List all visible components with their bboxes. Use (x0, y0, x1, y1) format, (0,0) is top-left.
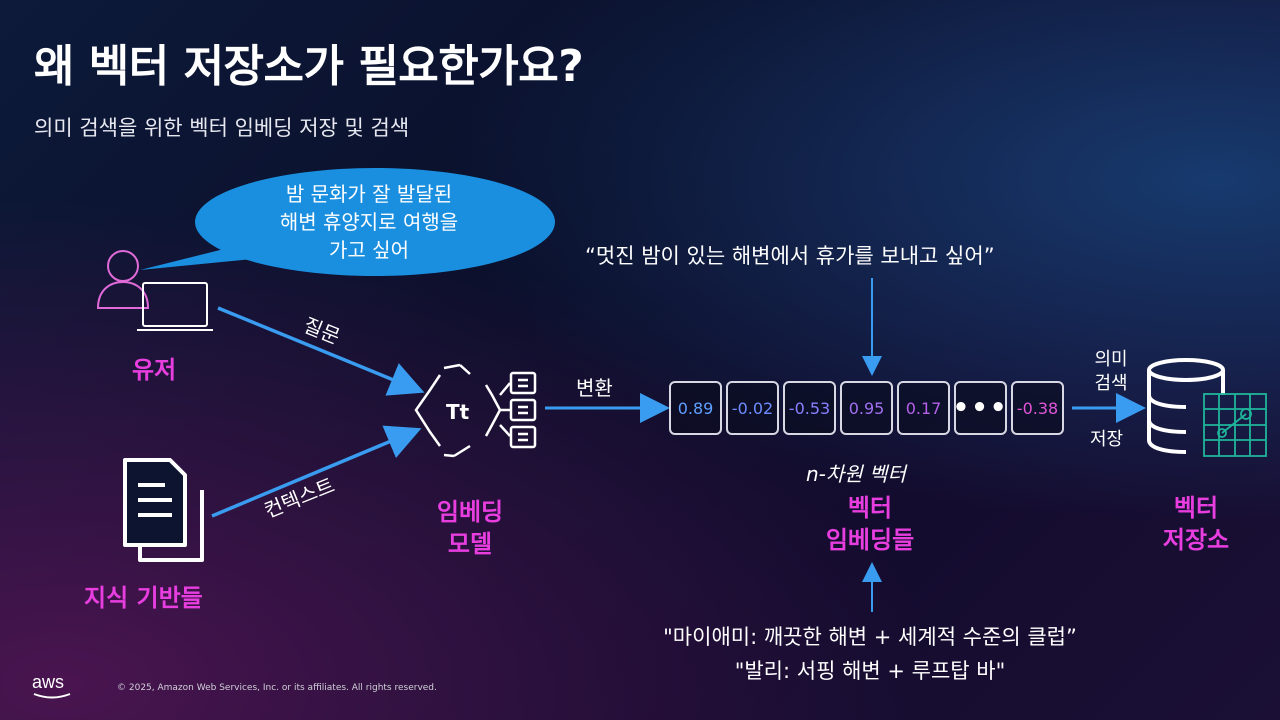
vector-value: -0.38 (1016, 398, 1059, 418)
document-quote: "마이애미: 깨끗한 해변 + 세계적 수준의 클럽” (663, 625, 1077, 649)
document-quotes: "마이애미: 깨끗한 해변 + 세계적 수준의 클럽” "발리: 서핑 해변 +… (560, 620, 1180, 688)
copyright-footer: © 2025, Amazon Web Services, Inc. or its… (117, 683, 437, 693)
convert-label: 변환 (576, 376, 613, 400)
database-icon (1147, 358, 1225, 454)
embedding-model-label-line: 모델 (447, 530, 493, 558)
embedding-model-label-line: 임베딩 (436, 498, 504, 526)
aws-smile-icon (33, 693, 71, 699)
document-quote: "발리: 서핑 해변 + 루프탑 바" (734, 659, 1006, 683)
semantic-search-label: 의미 검색 (1088, 348, 1134, 396)
svg-text:Tt: Tt (446, 400, 470, 424)
vector-embeddings-label: 벡터 임베딩들 (808, 492, 932, 556)
query-quote: “멋진 밤이 있는 해변에서 휴가를 보내고 싶어” (585, 244, 995, 268)
speech-bubble-text: 밤 문화가 잘 발달된 해변 휴양지로 여행을 가고 싶어 (214, 180, 524, 264)
vector-value: 0.89 (677, 398, 714, 418)
speech-bubble (140, 168, 555, 276)
vector-embeddings-label-line: 벡터 (847, 494, 893, 522)
vector-value-cell: -0.02 (726, 381, 779, 435)
document-icon (123, 458, 204, 562)
laptop-icon (137, 282, 213, 331)
vector-value-cell: -0.38 (1011, 381, 1064, 435)
embedding-model-label: 임베딩 모델 (420, 496, 520, 560)
vector-caption: n-차원 벡터 (806, 462, 906, 486)
vector-value-cell: 0.17 (897, 381, 950, 435)
store-label: 저장 (1090, 429, 1124, 450)
knowledge-base-label: 지식 기반들 (84, 584, 203, 612)
vector-value-cell: 0.95 (840, 381, 893, 435)
page-subtitle: 의미 검색을 위한 벡터 임베딩 저장 및 검색 (34, 116, 410, 140)
page-title: 왜 벡터 저장소가 필요한가요? (34, 41, 584, 92)
vector-value-cell: -0.53 (783, 381, 836, 435)
aws-logo: aws (32, 672, 71, 699)
vector-embeddings-label-line: 임베딩들 (825, 526, 915, 554)
embedding-model-icon: Tt (414, 363, 537, 458)
semantic-search-label-line: 검색 (1094, 373, 1128, 394)
vector-value: 0.17 (905, 398, 942, 418)
vector-value-cell: ••• (952, 381, 1009, 435)
vector-value-cell: 0.89 (669, 381, 722, 435)
vector-value: -0.53 (788, 398, 831, 418)
user-icon (96, 250, 150, 309)
bubble-line: 밤 문화가 잘 발달된 (285, 182, 453, 206)
vector-store-label-line: 벡터 (1173, 494, 1219, 522)
vector-store-label: 벡터 저장소 (1146, 492, 1246, 556)
vector-grid-icon (1203, 393, 1267, 457)
vector-value: 0.95 (848, 398, 885, 418)
semantic-search-label-line: 의미 (1094, 349, 1128, 370)
context-arrow (211, 425, 422, 518)
bubble-line: 해변 휴양지로 여행을 (279, 210, 459, 234)
aws-logo-text: aws (32, 672, 65, 692)
vector-cells: 0.89 -0.02 -0.53 0.95 0.17 ••• -0.38 (669, 381, 1064, 435)
question-arrow (217, 306, 425, 396)
vector-value: -0.02 (731, 398, 774, 418)
user-label: 유저 (132, 356, 177, 384)
vector-store-label-line: 저장소 (1162, 526, 1230, 554)
bubble-line: 가고 싶어 (329, 238, 409, 262)
vector-value: ••• (952, 393, 1009, 423)
